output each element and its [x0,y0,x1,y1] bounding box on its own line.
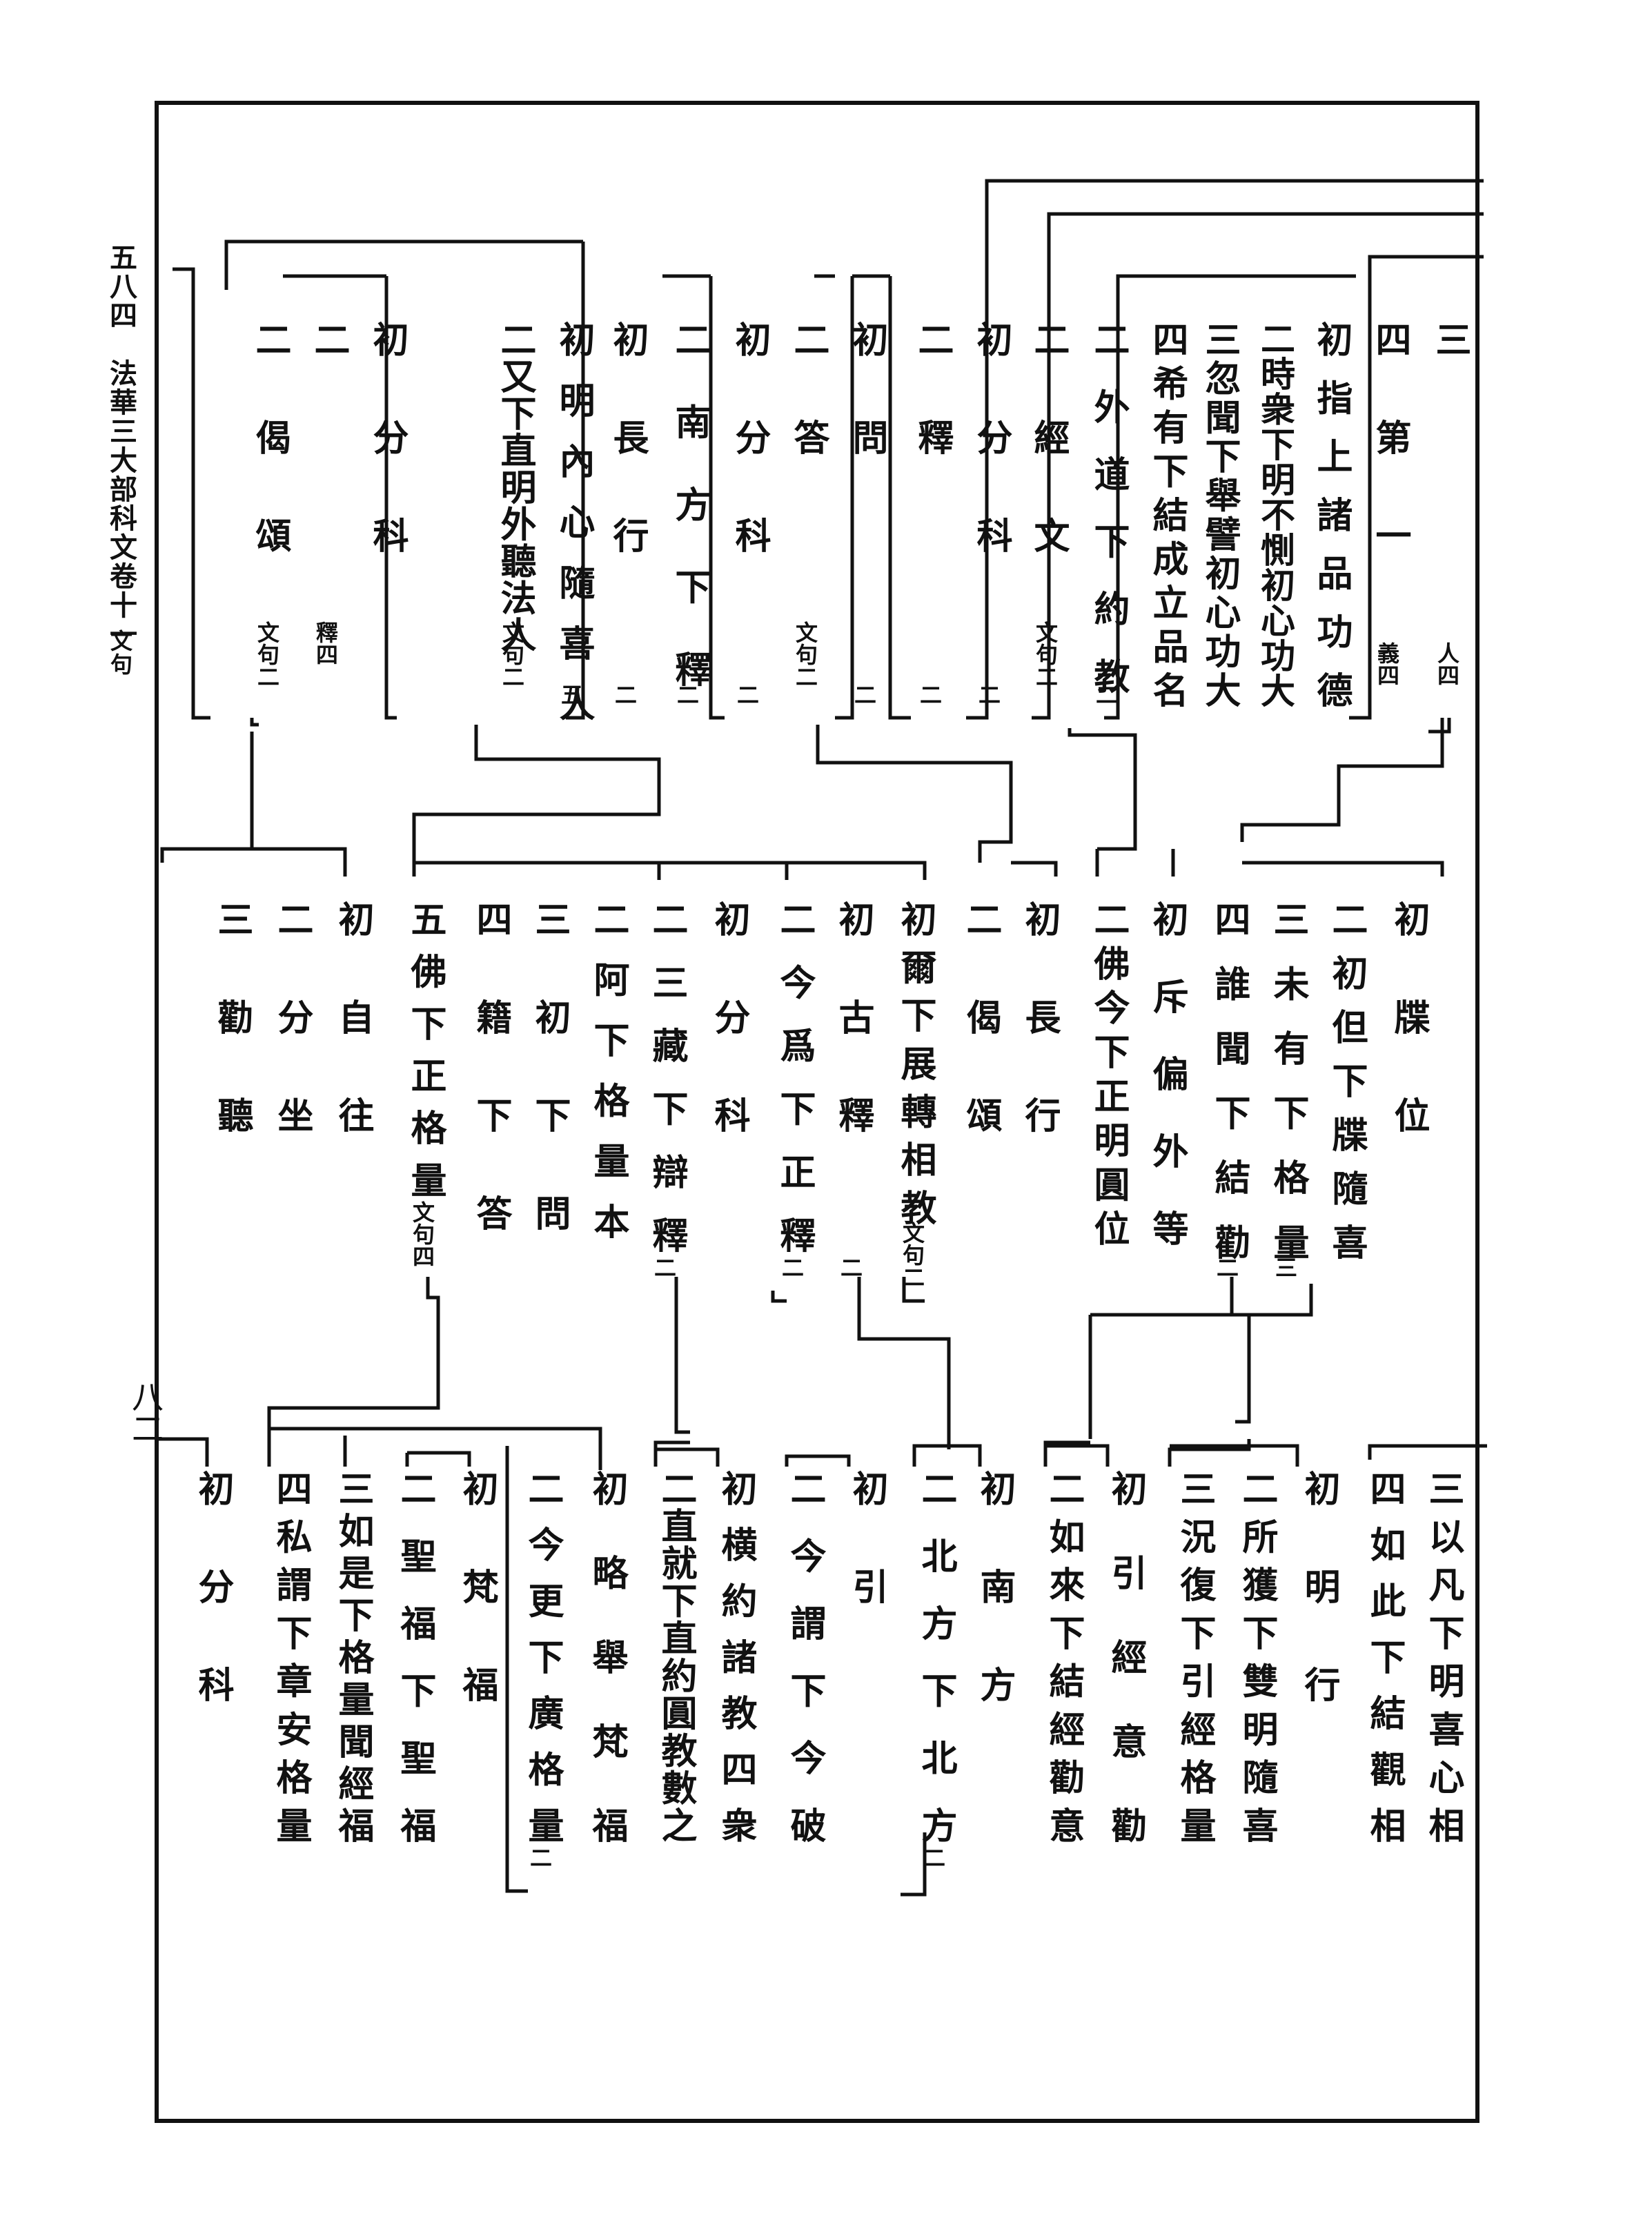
outline-entry: 初問 [846,321,888,517]
outline-entry: 四希有下結成立品名 [1146,321,1188,716]
outline-entry: 二北方下北方 [915,1470,957,1874]
outline-entry: 二三藏下辯釋 [646,901,688,1280]
outline-note: 文句二 [792,621,818,687]
outline-entry: 三況復下引經格量 [1174,1470,1216,1855]
outline-entry: 二聖福下聖福 [394,1470,436,1874]
outline-entry: 初分科 [708,901,750,1195]
outline-note: 人四 [1434,642,1460,686]
outline-entry: 二今謂下今破 [784,1470,826,1874]
outline-entry: 初南方 [974,1470,1016,1764]
outline-entry: 四誰聞下結勸 [1208,901,1250,1289]
outline-note: 二 [673,683,700,705]
outline-note: 二 [1213,1256,1239,1278]
outline-entry: 初明內心隨喜人 [553,321,595,746]
outline-entry: 二所獲下雙明隨喜 [1236,1470,1278,1855]
outline-entry: 初分科 [192,1470,234,1764]
outline-entry: 二偈頌 [249,321,291,615]
outline-entry: 初爾下展轉相教 [894,901,936,1237]
outline-entry: 二佛今下正明圓位 [1088,901,1130,1254]
outline-note: 文句四 [409,1201,435,1267]
outline-note: 文句二 [499,621,525,687]
page-frame [155,101,1479,2123]
outline-note: 三 [1272,1256,1298,1278]
outline-entry: 二初但下牒隨喜 [1326,901,1368,1277]
outline-entry: 三忽聞下舉譬初心功大 [1199,321,1241,711]
outline-entry: 二南方下釋 [669,321,711,734]
volume-number: 五八四 [105,243,137,330]
outline-entry: 初長行 [607,321,649,615]
page-number: 八二 [127,1380,164,1444]
outline-entry: 三 [1429,321,1471,357]
outline-note: 二 [778,1256,805,1278]
outline-entry: 二阿下格量本 [587,901,629,1264]
outline-entry: 五佛下正格量 [404,901,446,1214]
outline-entry: 二答 [787,321,829,517]
outline-entry: 初古釋 [832,901,874,1195]
outline-entry: 二偈頌 [960,901,1002,1195]
outline-entry: 初梵福 [456,1470,498,1764]
outline-entry: 二 [308,321,350,357]
outline-note: 二 [1092,683,1119,705]
outline-note: 二 [975,683,1001,705]
outline-entry: 三以凡下明喜心相 [1422,1470,1464,1855]
outline-entry: 三勸聽 [211,901,253,1195]
outline-note: 二 [527,1846,553,1868]
outline-entry: 三初下問 [529,901,571,1293]
outline-entry: 初略舉梵福 [586,1470,628,1891]
outline-entry: 初分科 [970,321,1012,615]
outline-note: 五 [558,683,584,705]
outline-entry: 初引經意勸 [1105,1470,1147,1891]
outline-note: 文句二 [254,621,280,687]
outline-note: 二 [916,683,943,705]
outline-entry: 初引 [846,1470,888,1666]
outline-entry: 二今更下廣格量 [522,1470,564,1863]
outline-note: 文句二 [899,1222,925,1288]
outline-entry: 初指上諸品功德 [1310,321,1353,730]
outline-entry: 初斥偏外等 [1146,901,1188,1287]
outline-entry: 二分坐 [271,901,313,1195]
outline-note: 二 [837,1256,863,1278]
outline-entry: 二釋 [912,321,954,517]
outline-note: 二 [734,683,760,705]
outline-entry: 四籍下答 [470,901,512,1293]
outline-note: 二 [851,683,877,705]
outline-entry: 四如此下結觀相 [1364,1470,1406,1863]
outline-entry: 二又下直明外聽法人 [494,321,536,654]
outline-entry: 二外道下約教 [1088,321,1130,725]
outline-note: 文句二 [1032,621,1059,687]
outline-entry: 二經文 [1027,321,1070,615]
outline-entry: 三如是下格量聞經福 [332,1470,374,1849]
outline-entry: 二直就下直約圓教數之 [655,1470,697,1845]
outline-entry: 初自往 [332,901,374,1195]
outline-entry: 初横約諸教四衆 [715,1470,757,1863]
outline-entry: 二如來下結經勸意 [1043,1470,1085,1855]
book-title: 法華三大部科文卷十一 [105,359,137,649]
section-label: 文句 [107,629,133,676]
outline-entry: 初長行 [1019,901,1061,1195]
outline-entry: 初明行 [1298,1470,1340,1764]
outline-entry: 初牒位 [1388,901,1430,1195]
outline-note: 二 [920,1846,946,1868]
outline-entry: 初分科 [366,321,409,615]
outline-entry: 二今爲下正釋 [774,901,816,1280]
outline-entry: 初分科 [729,321,771,615]
outline-note: 釋四 [313,621,339,665]
outline-note: 二 [611,683,638,705]
outline-entry: 三未有下格量 [1267,901,1309,1289]
outline-note: 義四 [1374,642,1400,686]
outline-entry: 二時衆下明不惻初心功大 [1255,321,1296,708]
outline-entry: 四第一 [1369,321,1411,615]
outline-entry: 四私謂下章安格量 [270,1470,312,1855]
outline-note: 二 [651,1256,677,1278]
